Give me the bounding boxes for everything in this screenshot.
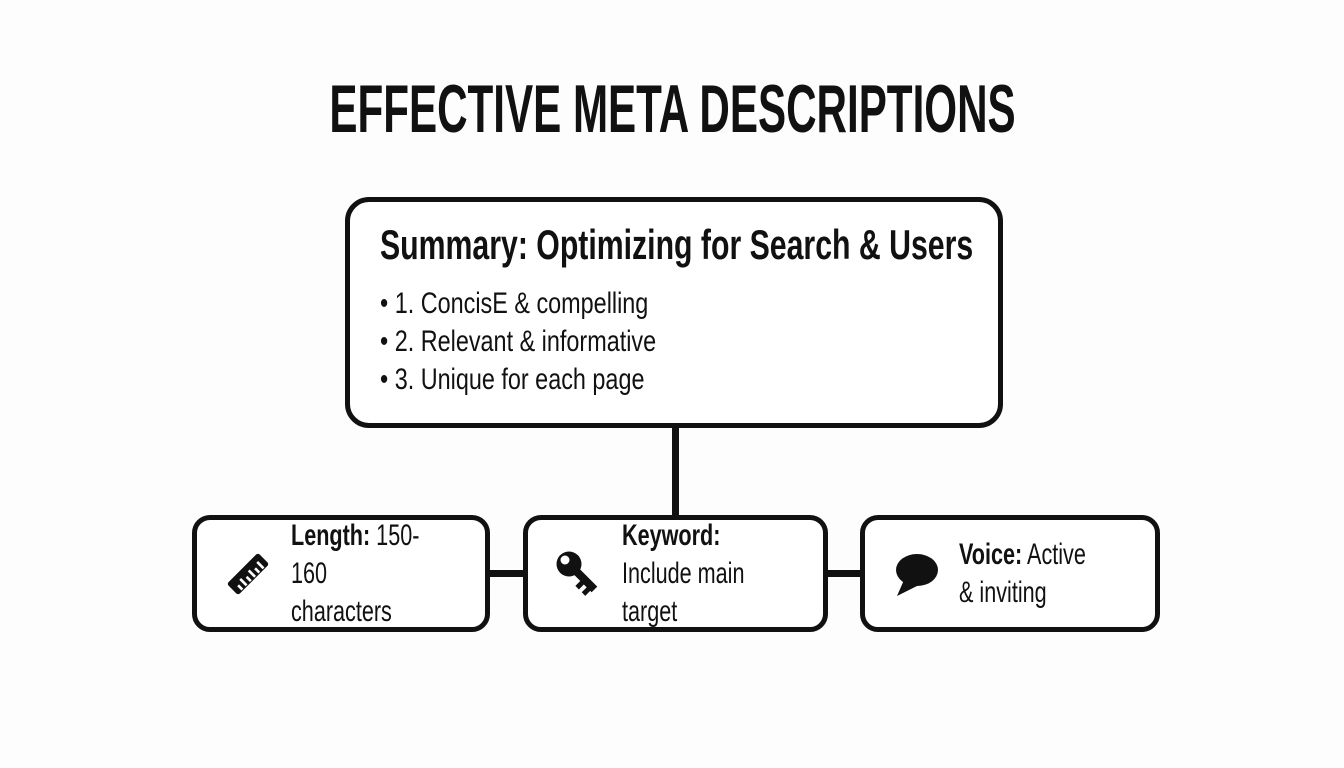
branch-value-voice: Active & inviting [959,537,1086,609]
summary-bullet-list: 1. ConcisE & compelling 2. Relevant & in… [380,285,842,399]
branch-box-length: Length: 150-160 characters [192,515,490,632]
branch-box-keyword: Keyword: Include main target [523,515,828,632]
connector-summary-to-row [672,426,679,518]
branch-label-length: Length: [291,518,371,552]
summary-box: Summary: Optimizing for Search & Users 1… [345,197,1003,428]
connector-length-keyword [486,570,527,577]
branch-label-voice: Voice: [959,537,1023,571]
page-title: EFFECTIVE META DESCRIPTIONS [0,75,1344,143]
branch-text-keyword: Keyword: Include main target [622,517,767,631]
branch-label-keyword: Keyword: [622,518,721,552]
branch-value-keyword: Include main target [622,556,745,628]
page-title-text: EFFECTIVE META DESCRIPTIONS [328,71,1016,147]
speech-bubble-icon [889,547,943,601]
summary-bullet-3: 3. Unique for each page [380,361,842,399]
summary-heading: Summary: Optimizing for Search & Users [380,221,974,268]
branch-box-voice: Voice: Active & inviting [860,515,1160,632]
branch-text-length: Length: 150-160 characters [291,517,431,631]
connector-keyword-voice [824,570,864,577]
summary-bullet-2: 2. Relevant & informative [380,323,842,361]
branch-text-voice: Voice: Active & inviting [959,536,1100,612]
key-icon [552,547,606,601]
ruler-icon [221,547,275,601]
branch-value-length: 150-160 characters [291,518,420,628]
summary-bullet-1: 1. ConcisE & compelling [380,285,842,323]
